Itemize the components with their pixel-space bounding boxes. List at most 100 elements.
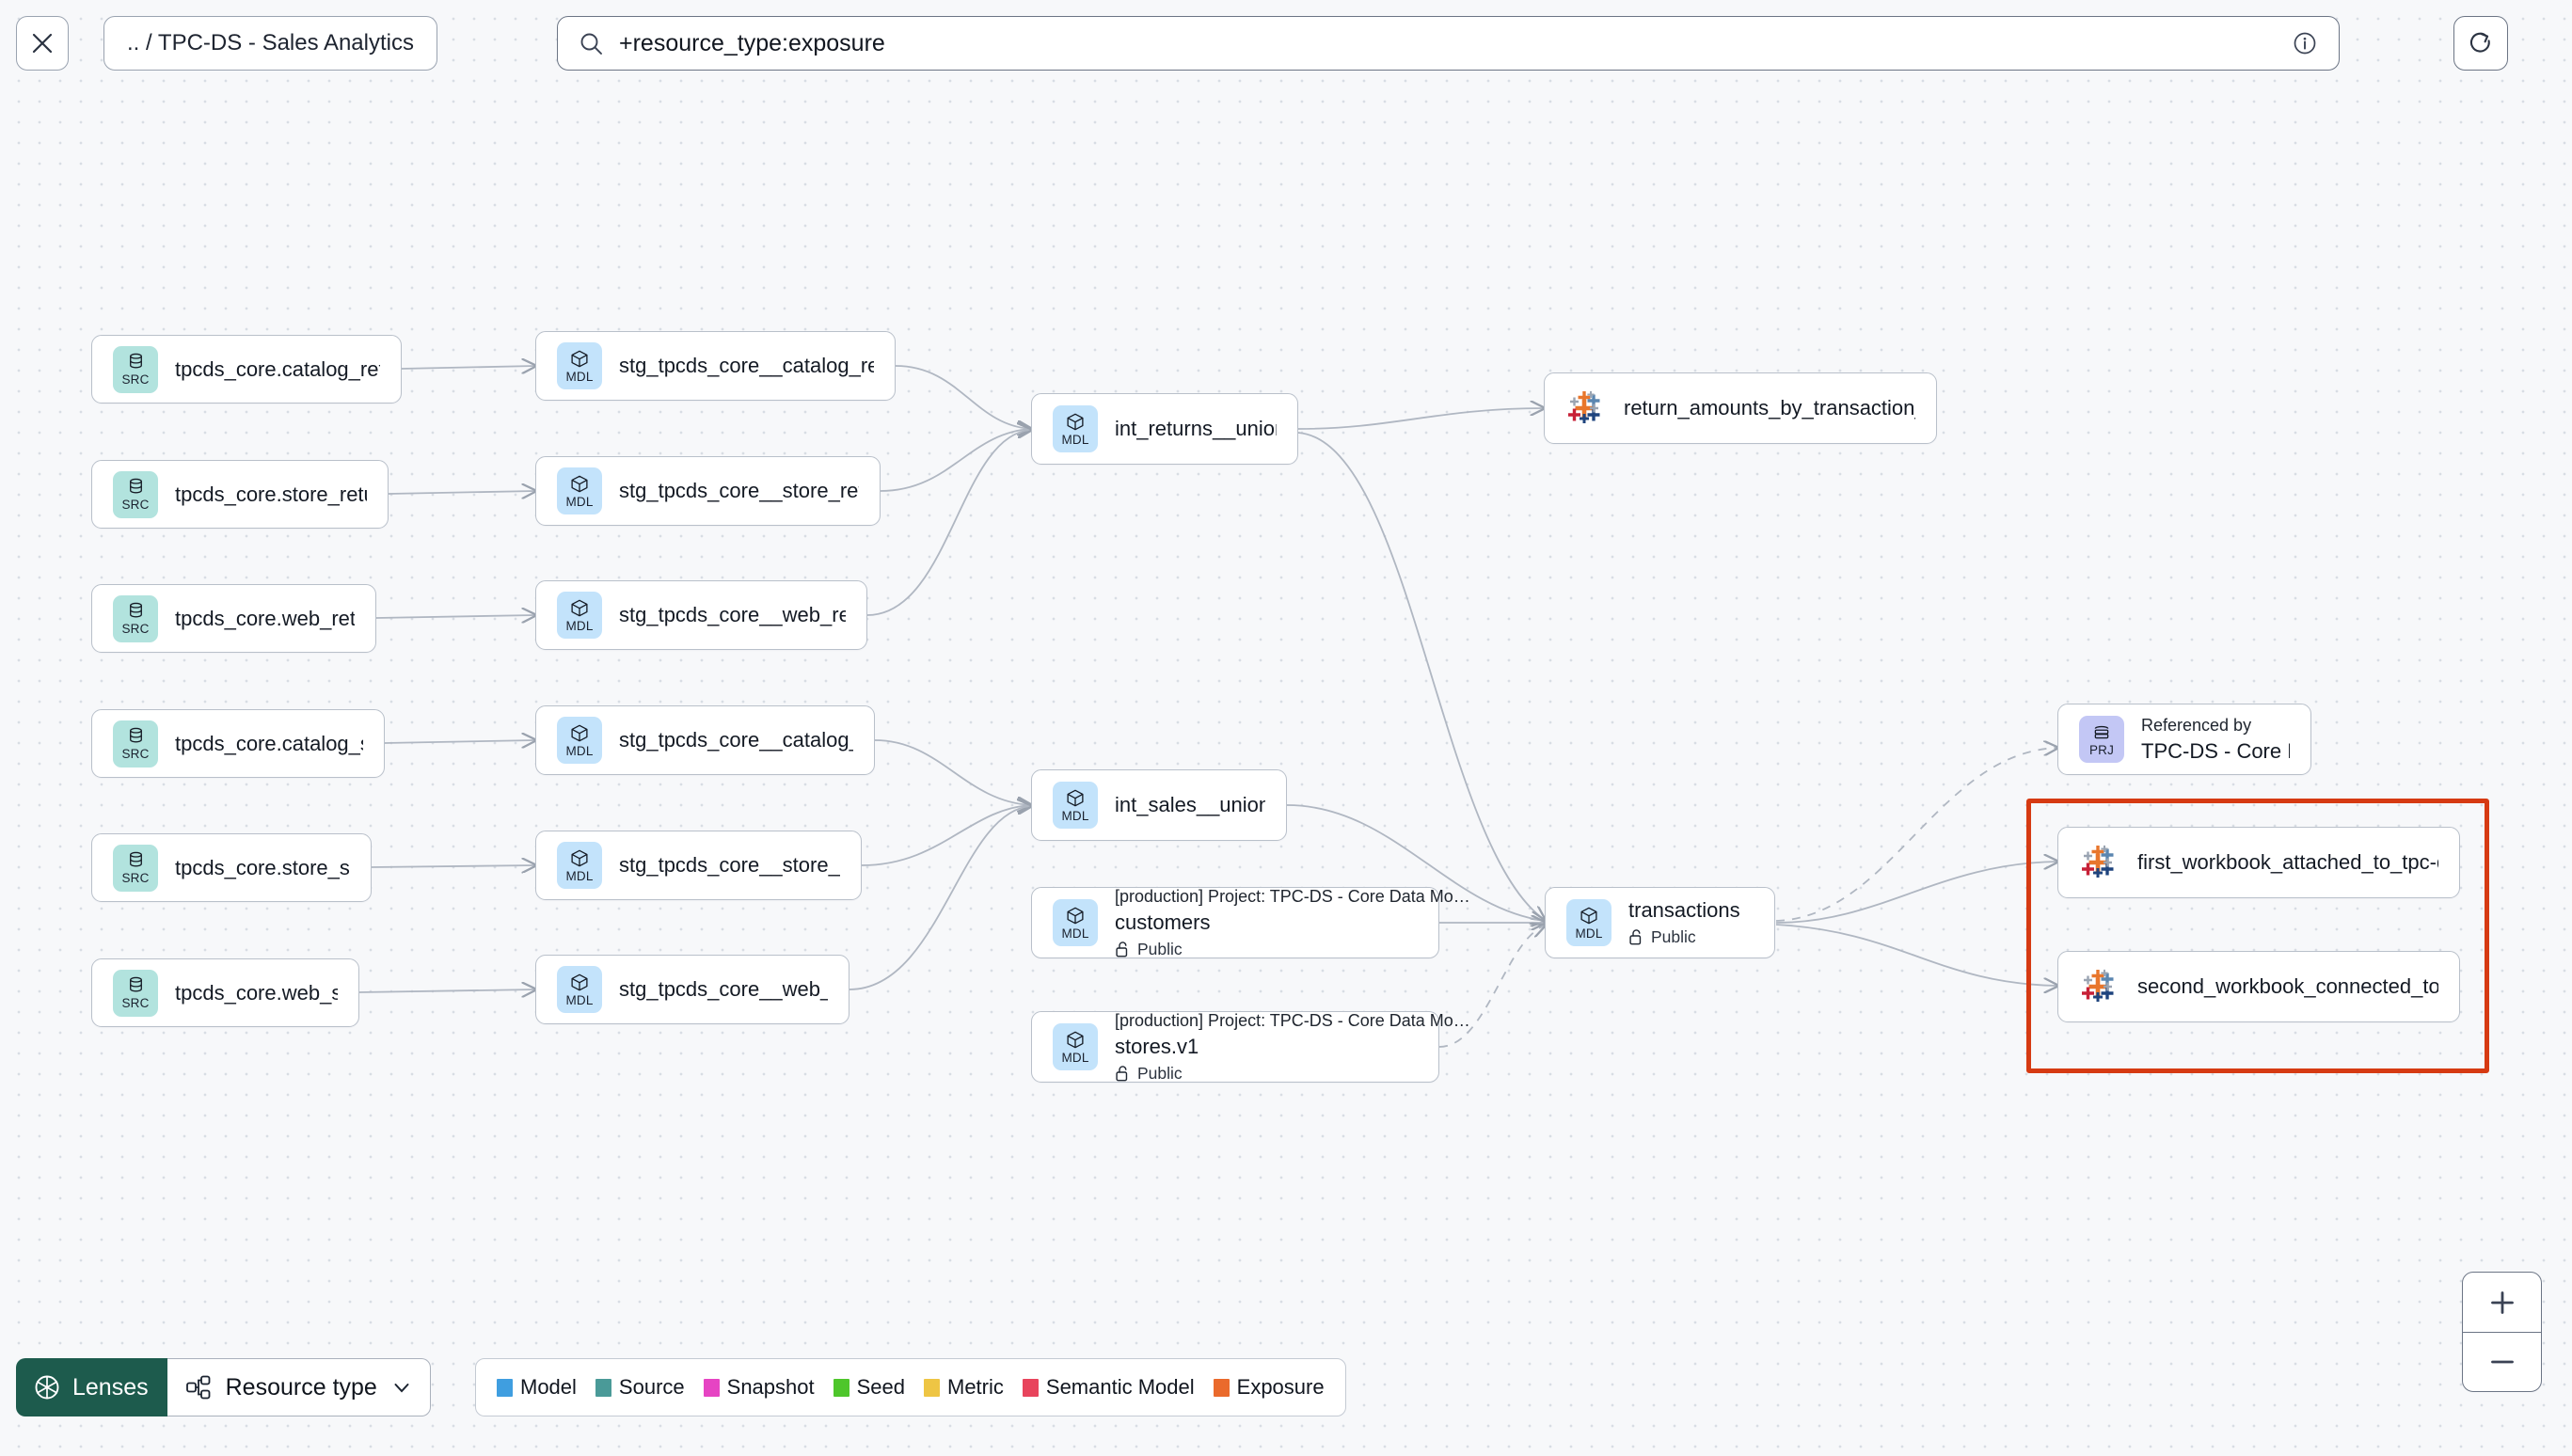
breadcrumb-label: .. / TPC-DS - Sales Analytics <box>127 30 414 55</box>
top-toolbar: .. / TPC-DS - Sales Analytics +resource_… <box>0 0 2572 112</box>
node-title: int_returns__unioned <box>1115 417 1277 440</box>
node-body: [production] Project: TPC-DS - Core Data… <box>1115 1010 1470 1084</box>
lenses-button[interactable]: Lenses <box>16 1358 167 1416</box>
lineage-node-stores_v1[interactable]: MDL [production] Project: TPC-DS - Core D… <box>1031 1010 1470 1084</box>
node-title: stg_tpcds_core__catalog_sales <box>619 728 853 752</box>
node-badge-exposure <box>1565 389 1603 427</box>
close-icon <box>32 33 53 54</box>
node-kicker: [production] Project: TPC-DS - Core Data… <box>1115 1010 1470 1030</box>
resource-type-dropdown[interactable]: Resource type <box>167 1358 431 1416</box>
legend-item-source[interactable]: Source <box>595 1375 685 1400</box>
node-body: first_workbook_attached_to_tpc-ds_-_… <box>2137 850 2438 875</box>
legend-swatch <box>833 1378 849 1397</box>
resource-type-legend: Model Source Snapshot Seed Metric Semantic Mo… <box>475 1358 1346 1416</box>
node-badge-mdl: MDL <box>557 842 602 889</box>
node-badge-src: SRC <box>113 969 158 1017</box>
legend-item-metric[interactable]: Metric <box>924 1375 1004 1400</box>
node-title: stg_tpcds_core__catalog_returns <box>619 354 874 377</box>
node-meta: Public <box>1115 940 1418 959</box>
zoom-in-button[interactable] <box>2463 1273 2541 1332</box>
node-badge-mdl: MDL <box>1053 899 1098 946</box>
cube-icon <box>1580 907 1597 925</box>
node-badge-label: SRC <box>121 747 150 762</box>
breadcrumb[interactable]: .. / TPC-DS - Sales Analytics <box>103 16 437 71</box>
legend-label: Snapshot <box>726 1375 815 1399</box>
node-badge-mdl: MDL <box>1053 1023 1098 1070</box>
lineage-node-stg_catalog_sales[interactable]: MDL stg_tpcds_core__catalog_sales <box>535 705 875 775</box>
info-icon[interactable] <box>2292 30 2318 56</box>
node-title: tpcds_core.catalog_returns <box>175 356 380 381</box>
legend-item-seed[interactable]: Seed <box>833 1375 905 1400</box>
lineage-node-customers[interactable]: MDL[production] Project: TPC-DS - Core D… <box>1031 887 1470 959</box>
node-title: stg_tpcds_core__store_returns <box>619 479 859 502</box>
node-badge-mdl: MDL <box>1053 405 1098 452</box>
lineage-node-return_amounts[interactable]: return_amounts_by_transaction_type <box>1544 372 1937 444</box>
node-badge-label: SRC <box>121 996 150 1011</box>
lineage-node-stg_catalog_returns[interactable]: MDL stg_tpcds_core__catalog_returns <box>535 331 896 401</box>
node-badge-prj: PRJ <box>2079 716 2124 763</box>
node-body: tpcds_core.store_returns <box>175 483 367 507</box>
legend-item-model[interactable]: Model <box>497 1375 577 1400</box>
node-badge-src: SRC <box>113 470 158 518</box>
lineage-node-first_workbook[interactable]: first_workbook_attached_to_tpc-ds_-_… <box>2057 827 2460 898</box>
search-input[interactable]: +resource_type:exposure <box>557 16 2340 71</box>
close-button[interactable] <box>16 16 69 71</box>
node-body: return_amounts_by_transaction_type <box>1624 396 1915 420</box>
cube-icon <box>571 973 588 991</box>
legend-item-semantic-model[interactable]: Semantic Model <box>1022 1375 1195 1400</box>
node-body: int_returns__unioned <box>1115 417 1277 441</box>
cube-icon <box>1067 1031 1084 1049</box>
zoom-out-button[interactable] <box>2463 1332 2541 1391</box>
node-title: first_workbook_attached_to_tpc-ds_-_… <box>2137 850 2438 874</box>
node-body: stg_tpcds_core__web_sales <box>619 977 828 1002</box>
node-badge-mdl: MDL <box>557 342 602 389</box>
cube-icon <box>1067 907 1084 925</box>
lineage-node-stg_store_sales[interactable]: MDL stg_tpcds_core__store_sales <box>535 831 862 900</box>
node-badge-label: MDL <box>565 369 594 384</box>
node-body: stg_tpcds_core__catalog_returns <box>619 354 874 378</box>
node-body: stg_tpcds_core__web_returns <box>619 603 846 627</box>
lineage-node-second_workbook[interactable]: second_workbook_connected_to_live… <box>2057 951 2460 1022</box>
legend-item-snapshot[interactable]: Snapshot <box>703 1375 815 1400</box>
lineage-node-src_catalog_sales[interactable]: SRC tpcds_core.catalog_sales <box>91 709 385 778</box>
node-body: tpcds_core.store_sales <box>175 856 350 880</box>
refresh-button[interactable] <box>2453 16 2508 71</box>
search-icon <box>580 33 602 55</box>
node-title: tpcds_core.web_sales <box>175 980 338 1005</box>
database-icon <box>129 354 142 369</box>
unlock-icon <box>1116 941 1128 957</box>
database-icon <box>129 603 142 618</box>
node-badge-label: MDL <box>565 743 594 758</box>
project-icon <box>2094 725 2109 738</box>
legend-item-exposure[interactable]: Exposure <box>1213 1375 1325 1400</box>
legend-label: Exposure <box>1236 1375 1325 1399</box>
cube-icon <box>571 599 588 617</box>
node-title: transactions <box>1628 898 1740 922</box>
node-badge-label: MDL <box>1061 432 1089 447</box>
node-badge-mdl: MDL <box>557 966 602 1013</box>
node-title: stg_tpcds_core__store_sales <box>619 853 840 877</box>
lineage-node-stg_web_sales[interactable]: MDL stg_tpcds_core__web_sales <box>535 955 849 1024</box>
node-body: tpcds_core.catalog_sales <box>175 732 363 756</box>
lineage-node-src_catalog_returns[interactable]: SRC tpcds_core.catalog_returns <box>91 335 402 404</box>
node-badge-label: SRC <box>121 372 150 388</box>
refresh-icon <box>2469 32 2490 53</box>
cube-icon <box>571 724 588 742</box>
lineage-node-int_returns_unioned[interactable]: MDL int_returns__unioned <box>1031 393 1298 465</box>
lineage-node-src_web_sales[interactable]: SRC tpcds_core.web_sales <box>91 958 359 1027</box>
node-badge-label: MDL <box>1061 1050 1089 1065</box>
node-badge-src: SRC <box>113 594 158 642</box>
lineage-node-src_store_returns[interactable]: SRC tpcds_core.store_returns <box>91 460 389 529</box>
node-title: tpcds_core.store_sales <box>175 855 350 879</box>
node-badge-mdl: MDL <box>1053 782 1098 829</box>
lenses-control-group: Lenses Resource type <box>16 1358 431 1416</box>
